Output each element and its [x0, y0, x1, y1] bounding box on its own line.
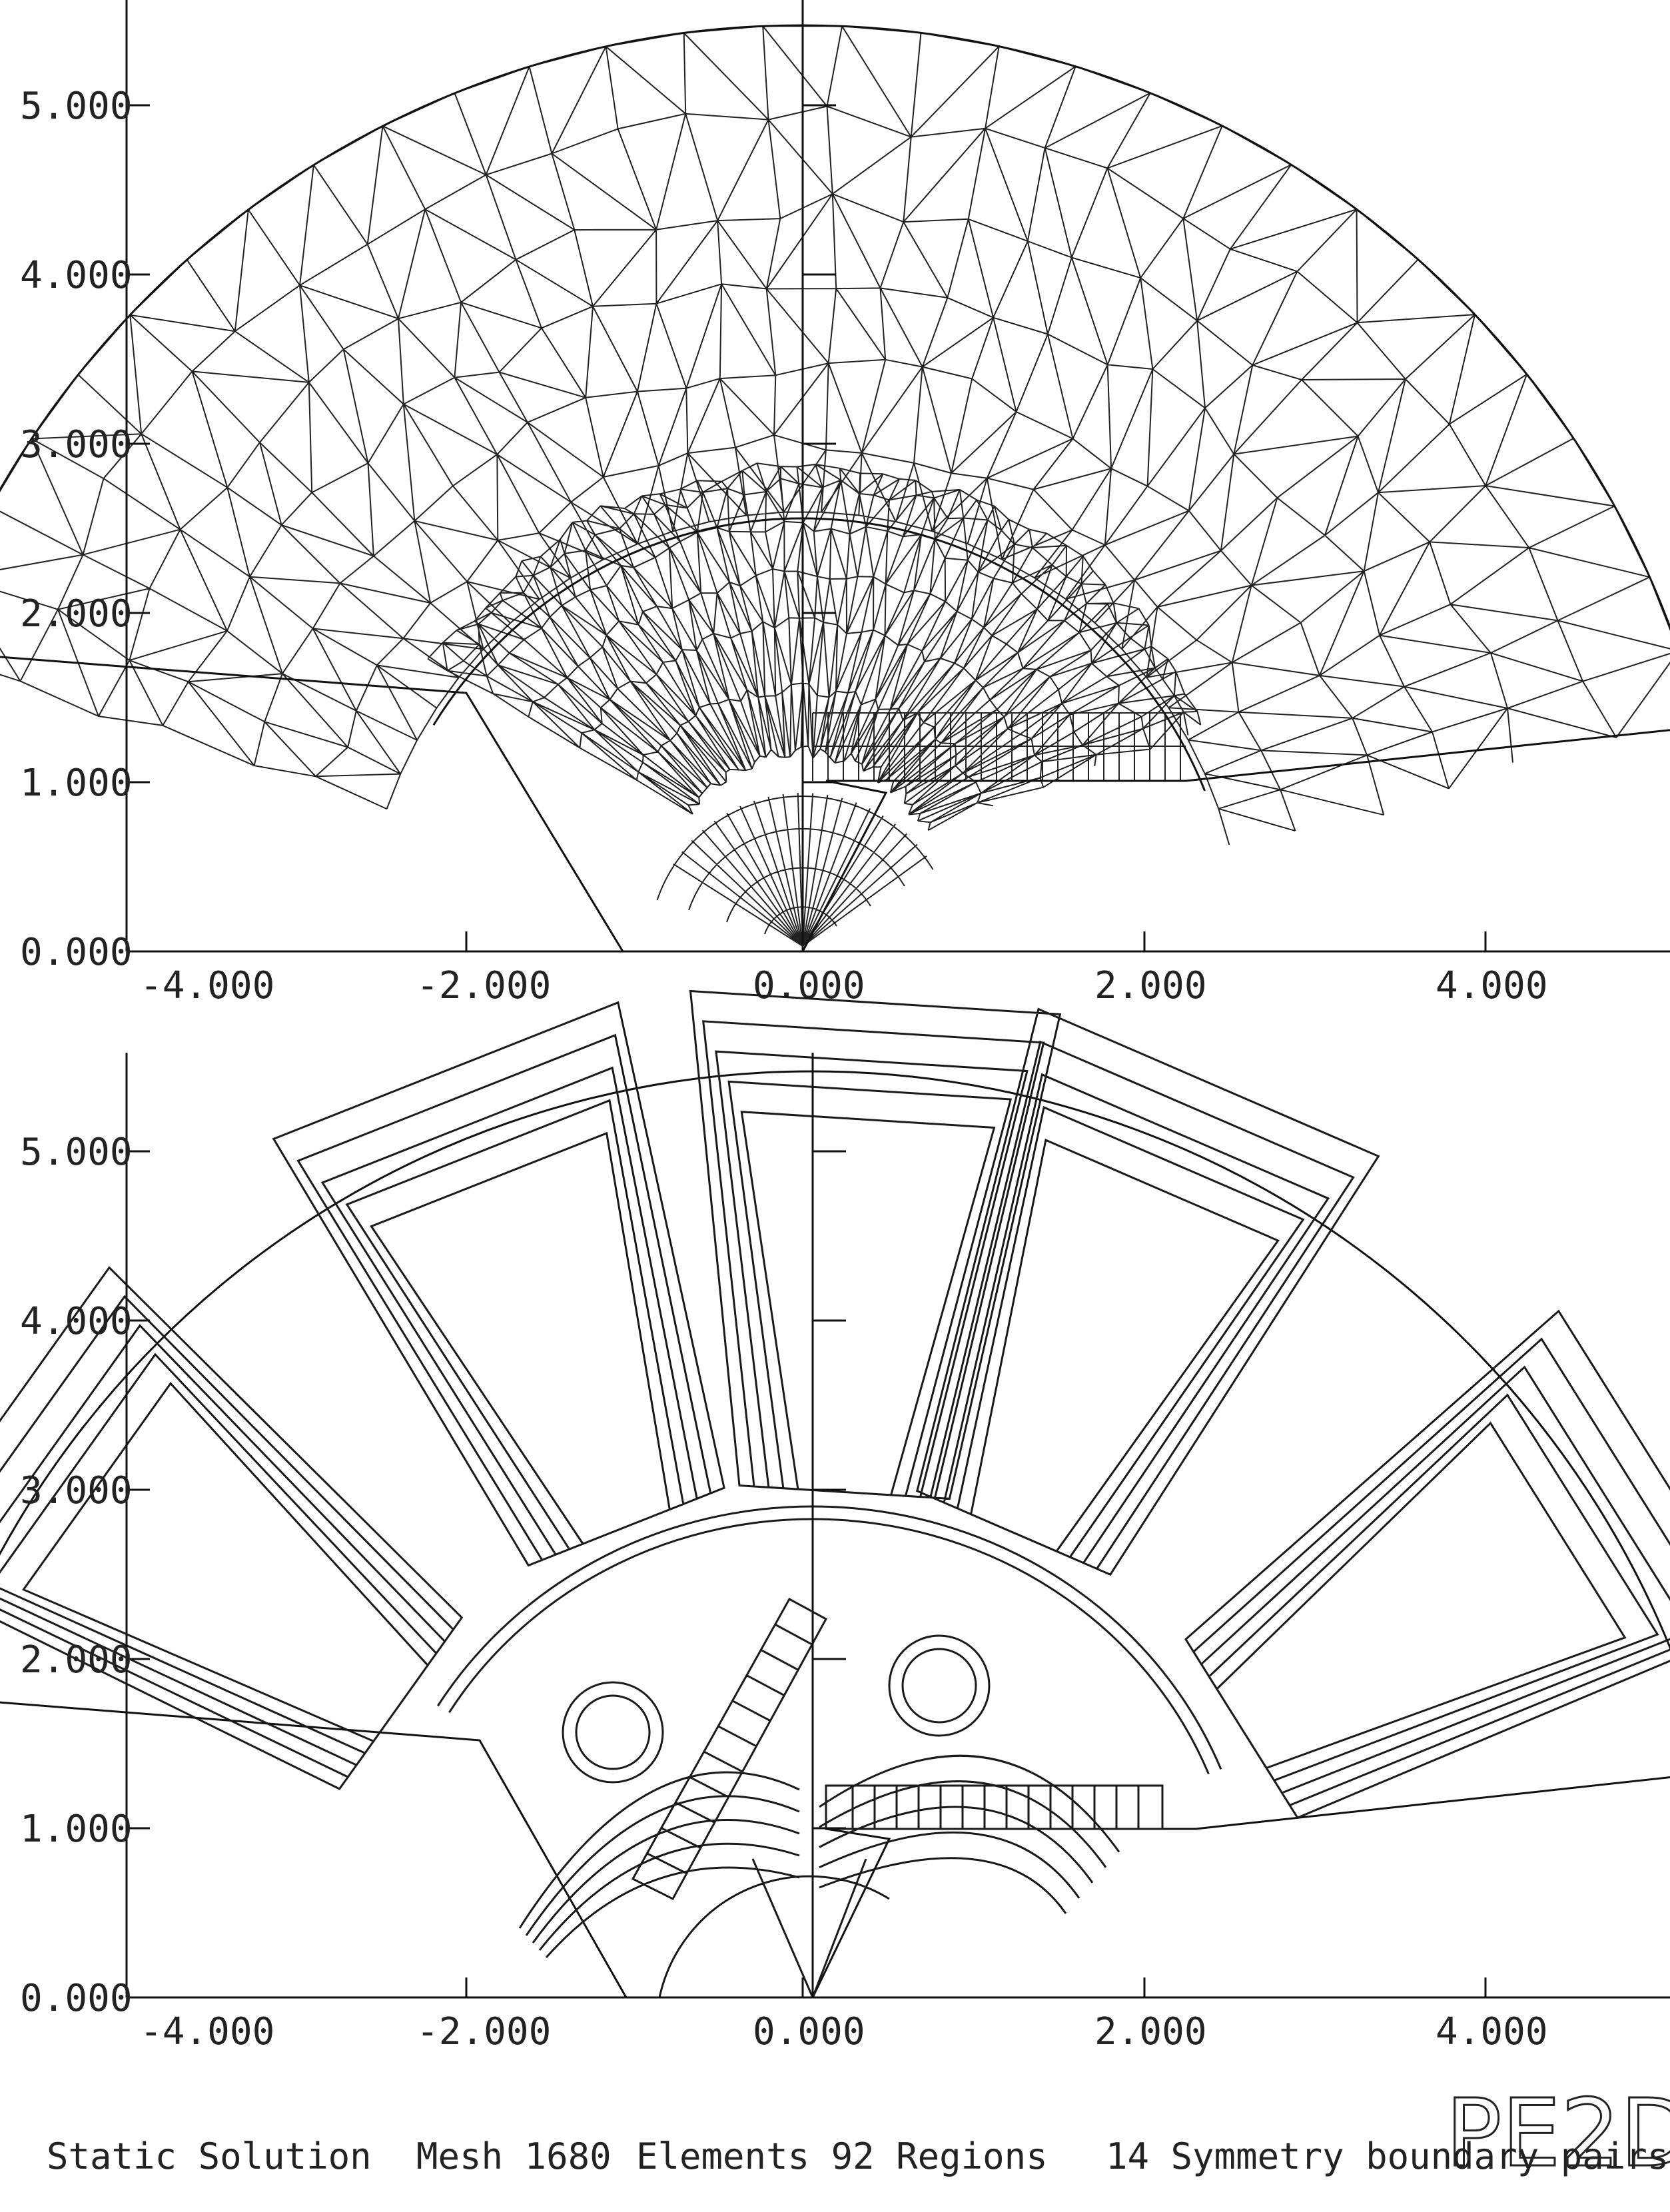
y-tick-label: 0.000 — [20, 1977, 133, 2020]
y-tick-label: 3.000 — [20, 423, 133, 466]
rotor-hole — [901, 1648, 977, 1724]
footer-symmetry: 14 Symmetry boundary pairs — [1106, 2135, 1669, 2177]
x-tick-label: 2.000 — [1094, 964, 1207, 1007]
flux-ticks: -4.000 -2.000 0.000 2.000 4.000 0.000 1.000 2.0… — [20, 1131, 1548, 2053]
rotor-hole-contour — [888, 1634, 991, 1737]
y-tick-label: 0.000 — [20, 931, 133, 974]
y-tick-label: 4.000 — [20, 254, 133, 297]
y-tick-label: 4.000 — [20, 1300, 133, 1343]
x-tick-label: -2.000 — [416, 2010, 551, 2053]
x-tick-label: 4.000 — [1436, 964, 1548, 1007]
y-tick-label: 5.000 — [20, 1131, 133, 1174]
y-tick-label: 2.000 — [20, 1638, 133, 1682]
rotor-hole — [575, 1694, 651, 1770]
mesh-axes — [125, 0, 1670, 953]
y-tick-label: 1.000 — [20, 1808, 133, 1851]
mesh-outline — [0, 24, 1670, 953]
footer-mesh: Mesh 1680 — [416, 2135, 612, 2177]
x-tick-label: 0.000 — [753, 2010, 865, 2053]
brand-logo: PE2D — [1446, 2079, 1670, 2188]
y-tick-label: 3.000 — [20, 1469, 133, 1512]
x-tick-label: -4.000 — [140, 964, 274, 1007]
flux-axes — [125, 1053, 1670, 1999]
flux-outline — [0, 1070, 1670, 1999]
footer-solution: Static Solution — [47, 2135, 372, 2177]
y-tick-label: 2.000 — [20, 592, 133, 636]
y-tick-label: 5.000 — [20, 85, 133, 128]
rotor-hole-contour — [562, 1681, 664, 1784]
flux-lines — [0, 989, 1670, 1998]
flux-contours — [0, 989, 1670, 1998]
x-tick-label: -4.000 — [140, 2010, 274, 2053]
y-tick-label: 1.000 — [20, 762, 133, 805]
mesh-lines — [0, 25, 1670, 947]
flux-plot: -4.000 -2.000 0.000 2.000 4.000 0.000 1.000 2.0… — [0, 989, 1670, 2053]
x-tick-label: 2.000 — [1094, 2010, 1207, 2053]
footer-elements: Elements 92 Regions — [636, 2135, 1048, 2177]
footer: Static Solution Mesh 1680 Elements 92 Re… — [47, 2079, 1670, 2189]
mesh-edges — [0, 25, 1670, 947]
x-tick-label: 4.000 — [1436, 2010, 1548, 2053]
x-tick-label: -2.000 — [416, 964, 551, 1007]
